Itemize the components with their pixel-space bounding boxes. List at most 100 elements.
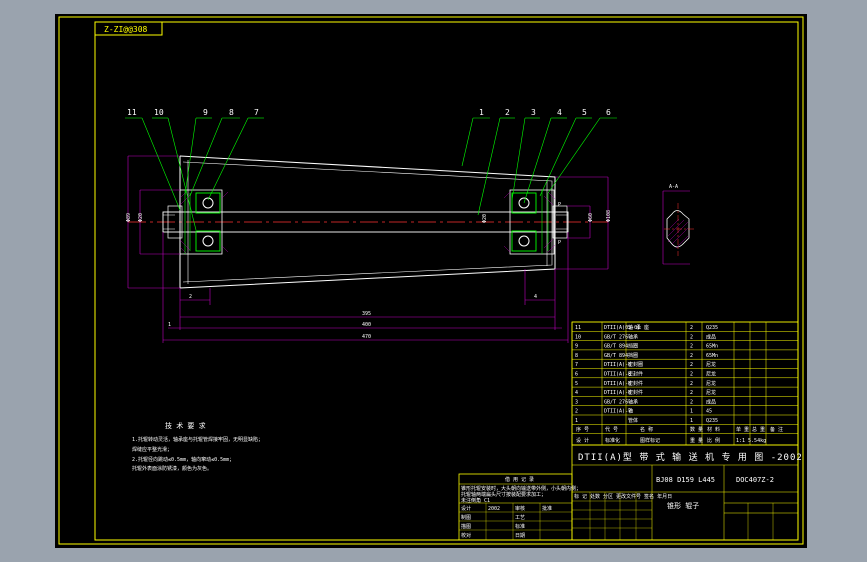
parts-header-3: 数 量 (690, 426, 703, 433)
svg-text:1: 1 (168, 322, 171, 328)
parts-cell: 2 (690, 372, 693, 378)
parts-cell: DTII(A)-8 (604, 372, 631, 378)
svg-text:Φ20: Φ20 (138, 213, 144, 222)
record-cell: 制图 (461, 514, 471, 521)
record-cell: 批准 (542, 505, 552, 512)
parts-cell: 65Mn (706, 344, 718, 350)
part-name: 锥形 辊子 (667, 501, 699, 510)
parts-header-7: 备 注 (770, 426, 783, 433)
parts-cell: 密封件 (628, 389, 643, 396)
parts-cell: 密封件 (628, 371, 643, 378)
parts-cell: 尼龙 (706, 371, 716, 378)
parts-cell: 尼龙 (706, 380, 716, 387)
revision-header: 标 记 处数 分区 更改文件号 签名 年月日 (574, 493, 672, 500)
svg-text:托辊外表面涂防锈漆，颜色为灰色。: 托辊外表面涂防锈漆，颜色为灰色。 (132, 465, 212, 472)
part-number-labels: 11 10 9 8 7 1 2 3 4 5 6 (127, 108, 611, 117)
parts-cell: DTII(A)-8 (604, 390, 631, 396)
svg-text:400: 400 (362, 322, 371, 328)
part-number: 2 (505, 108, 510, 117)
parts-cell: 2 (690, 399, 693, 405)
dimension-texts: Φ89 Φ20 Φ60 Φ108 2 4 395 400 470 1 (126, 210, 612, 340)
parts-cell: 2 (690, 334, 693, 340)
parts-cell: 成品 (706, 398, 716, 405)
leaders (125, 117, 617, 231)
parts-cell: DTII(A)-7 (604, 409, 631, 415)
svg-text:P: P (558, 240, 561, 246)
drawing-number: BJ08 D159 L445 (656, 476, 715, 484)
part-number: 7 (254, 108, 259, 117)
svg-text:Φ60: Φ60 (588, 213, 594, 222)
parts-cell: 5 (575, 381, 578, 387)
svg-text:未注倒角 C1: 未注倒角 C1 (461, 497, 490, 504)
parts-header-5: 单 重 (736, 426, 749, 433)
parts-cell: 65Mn (706, 353, 718, 359)
record-cell: 校对 (461, 532, 471, 539)
roller-view: Φ20 P P (128, 155, 608, 289)
record-cell: 日期 (515, 533, 525, 539)
parts-cell: 2 (690, 362, 693, 368)
parts-header-0: 序 号 (576, 426, 589, 433)
drawing-code-box (94, 21, 163, 36)
part-number: 10 (154, 108, 164, 117)
parts-cell: GB/T 276 (604, 334, 628, 340)
parts-cell: 4 (575, 390, 578, 396)
parts-cell: 1 (690, 418, 693, 424)
svg-text:1.托辊转动灵活，轴承座与托辊管焊接牢固，无明显缺陷；: 1.托辊转动灵活，轴承座与托辊管焊接牢固，无明显缺陷； (132, 436, 263, 443)
parts-subheader-3: 重 量 (690, 437, 703, 444)
part-number: 1 (479, 108, 484, 117)
part-number: 11 (127, 108, 137, 117)
part-number: 4 (557, 108, 562, 117)
svg-text:P: P (558, 202, 561, 208)
parts-cell: 1 (690, 409, 693, 415)
svg-text:Φ89: Φ89 (126, 213, 132, 222)
svg-text:焊缝应平整光滑；: 焊缝应平整光滑； (132, 446, 172, 453)
part-number: 8 (229, 108, 234, 117)
parts-cell: 6 (575, 372, 578, 378)
scale-info: 1:1 5.54kg (736, 438, 766, 444)
svg-text:2: 2 (189, 294, 192, 300)
part-number: 9 (203, 108, 208, 117)
drawing-code: Z-ZI@@308 (104, 25, 148, 34)
parts-cell: GB/T 894 (604, 353, 628, 359)
parts-cell: 挡圈 (628, 352, 638, 359)
svg-text:4: 4 (534, 294, 537, 300)
svg-text:2.托辊径向跳动≤0.5mm，轴向窜动≤0.5mm；: 2.托辊径向跳动≤0.5mm，轴向窜动≤0.5mm； (132, 456, 234, 463)
dimensions (127, 155, 609, 343)
parts-cell: 尼龙 (706, 361, 716, 368)
parts-cell: 轴承 (628, 333, 638, 340)
outer-frame (58, 16, 804, 545)
svg-text:Φ108: Φ108 (606, 210, 612, 222)
parts-header-2: 名 称 (640, 426, 653, 433)
section-aa: A-A (662, 184, 694, 265)
parts-header-4: 材 料 (707, 426, 720, 433)
inner-frame (94, 21, 799, 541)
parts-cell: 2 (690, 390, 693, 396)
parts-cell: 成品 (706, 333, 716, 340)
parts-cell: 2 (690, 381, 693, 387)
record-cell: 描图 (461, 523, 471, 530)
parts-cell: 9 (575, 344, 578, 350)
parts-cell: 密封件 (628, 380, 643, 387)
parts-subheader-2: 图样标记 (640, 437, 660, 444)
parts-header-6: 总 重 (752, 426, 765, 433)
parts-cell: 8 (575, 353, 578, 359)
technical-notes: 技 术 要 求 1.托辊转动灵活，轴承座与托辊管焊接牢固，无明显缺陷； 焊缝应平… (132, 421, 263, 472)
parts-subheader-1: 标准化 (605, 437, 620, 444)
svg-text:A-A: A-A (669, 184, 678, 190)
parts-cell: DTII(A)-8 (604, 362, 631, 368)
parts-cell: 轴 承 座 (628, 324, 649, 331)
svg-text:锥形托辊安装时，大头朝向输送带外侧，小头朝内侧；: 锥形托辊安装时，大头朝向输送带外侧，小头朝内侧； (461, 485, 581, 492)
parts-cell: 11 (575, 325, 581, 331)
record-cell: 2002 (488, 506, 500, 512)
parts-subheader-0: 设 计 (576, 437, 589, 444)
record-cell: 标准 (515, 523, 525, 530)
part-number: 6 (606, 108, 611, 117)
main-title: DTII(A)型 带 式 输 送 机 专 用 图 -2002 (578, 451, 803, 463)
drawing-code-title: DOC407Z-2 (736, 476, 774, 484)
parts-cell: 2 (575, 409, 578, 415)
parts-cell: 密封圈 (628, 361, 643, 368)
parts-cell: 管体 (628, 417, 638, 424)
parts-cell: 2 (690, 344, 693, 350)
